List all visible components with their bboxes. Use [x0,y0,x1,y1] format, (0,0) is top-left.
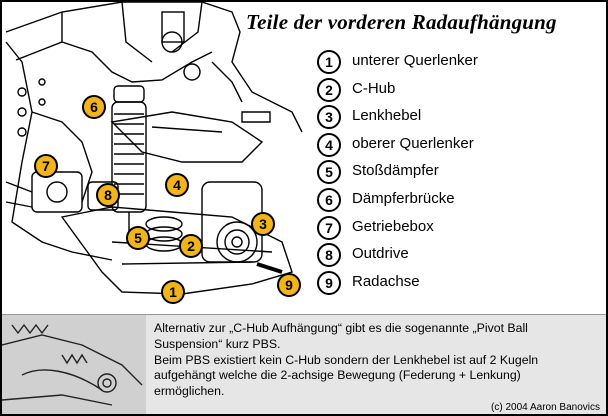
legend-label: Getriebebox [352,217,434,235]
legend-item: 8 Outdrive [317,241,602,269]
note-line-1: Alternativ zur „C-Hub Aufhängung“ gibt e… [154,321,528,351]
parts-legend: 1 unterer Querlenker 2 C-Hub 3 Lenkhebel… [317,48,602,296]
copyright: (c) 2004 Aaron Banovics [491,402,600,413]
legend-label: Stoßdämpfer [352,162,439,180]
legend-label: Outdrive [352,245,409,263]
legend-number: 2 [317,77,341,102]
pbs-drawing [2,315,146,414]
legend-number: 8 [317,243,341,268]
legend-item: 1 unterer Querlenker [317,48,602,76]
marker-3: 3 [251,212,275,236]
legend-label: Lenkhebel [352,107,422,125]
legend-item: 5 Stoßdämpfer [317,158,602,186]
marker-9: 9 [277,273,301,297]
legend-label: Radachse [352,272,420,290]
legend-number: 1 [317,50,341,74]
legend-number: 4 [317,132,341,157]
legend-item: 3 Lenkhebel [317,103,602,131]
marker-7: 7 [34,154,58,178]
legend-label: unterer Querlenker [352,52,478,69]
legend-number: 5 [317,160,341,185]
legend-number: 6 [317,187,341,212]
marker-2: 2 [179,234,203,258]
note-line-2: Beim PBS existiert kein C-Hub sondern de… [154,352,539,399]
marker-4: 4 [165,173,189,197]
marker-6: 6 [82,95,106,119]
marker-1: 1 [161,280,185,304]
legend-item: 7 Getriebebox [317,214,602,242]
legend-number: 3 [317,105,341,130]
pbs-note: Alternativ zur „C-Hub Aufhängung“ gibt e… [154,321,594,400]
legend-item: 2 C-Hub [317,76,602,104]
legend-item: 4 oberer Querlenker [317,131,602,159]
legend-label: C-Hub [352,79,396,97]
legend-number: 9 [317,270,341,295]
legend-number: 7 [317,215,341,240]
legend-item: 6 Dämpferbrücke [317,186,602,214]
legend-item: 9 Radachse [317,269,602,297]
legend-label: oberer Querlenker [352,134,474,152]
marker-8: 8 [96,183,120,207]
marker-5: 5 [126,226,150,250]
legend-label: Dämpferbrücke [352,189,455,207]
page-title: Teile der vorderen Radaufhängung [246,10,557,34]
note-panel: Alternativ zur „C-Hub Aufhängung“ gibt e… [2,314,606,414]
